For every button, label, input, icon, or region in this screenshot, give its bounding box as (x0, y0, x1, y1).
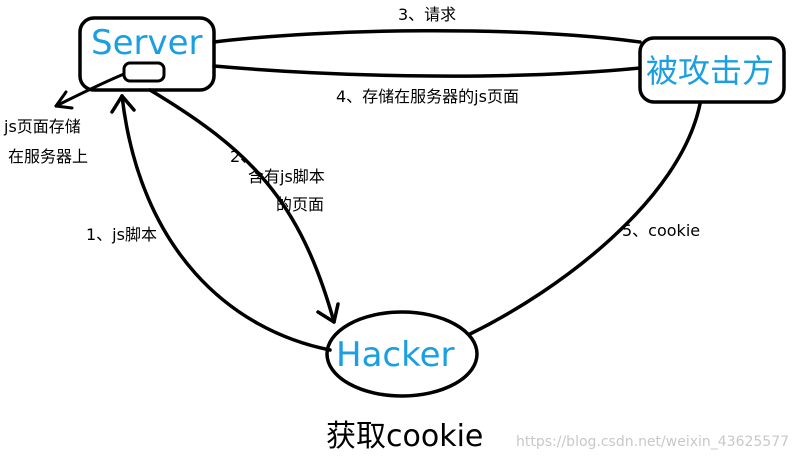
victim-node: 被攻击方 (638, 36, 786, 104)
request-edge (212, 28, 642, 44)
stored-page-box (122, 61, 166, 83)
step4-label: 4、存储在服务器的js页面 (336, 87, 519, 106)
step1-label: 1、js脚本 (86, 225, 157, 244)
server-node: Server (78, 16, 216, 92)
hacker-node: Hacker (325, 310, 479, 398)
hacker-label: Hacker (336, 335, 454, 375)
storage-note-line2: 在服务器上 (8, 147, 88, 166)
watermark: https://blog.csdn.net/weixin_43625577 (516, 434, 789, 450)
server-label: Server (91, 23, 203, 63)
diagram-caption: 获取cookie (326, 419, 483, 454)
hacker-to-server-edge (110, 94, 332, 352)
step3-label: 3、请求 (398, 5, 456, 24)
storage-arrow (54, 72, 126, 110)
step5-label: 5、cookie (622, 221, 700, 240)
victim-to-hacker-edge (468, 102, 702, 336)
storage-note-line1: js页面存储 (3, 117, 81, 136)
step2-label-c: 的页面 (276, 195, 324, 214)
step2-label-a: 2、 (230, 147, 256, 166)
victim-label: 被攻击方 (646, 52, 774, 90)
server-to-hacker-edge (148, 88, 340, 324)
step2-label-b: 含有js脚本 (248, 167, 325, 186)
stored-page-edge (212, 64, 642, 78)
